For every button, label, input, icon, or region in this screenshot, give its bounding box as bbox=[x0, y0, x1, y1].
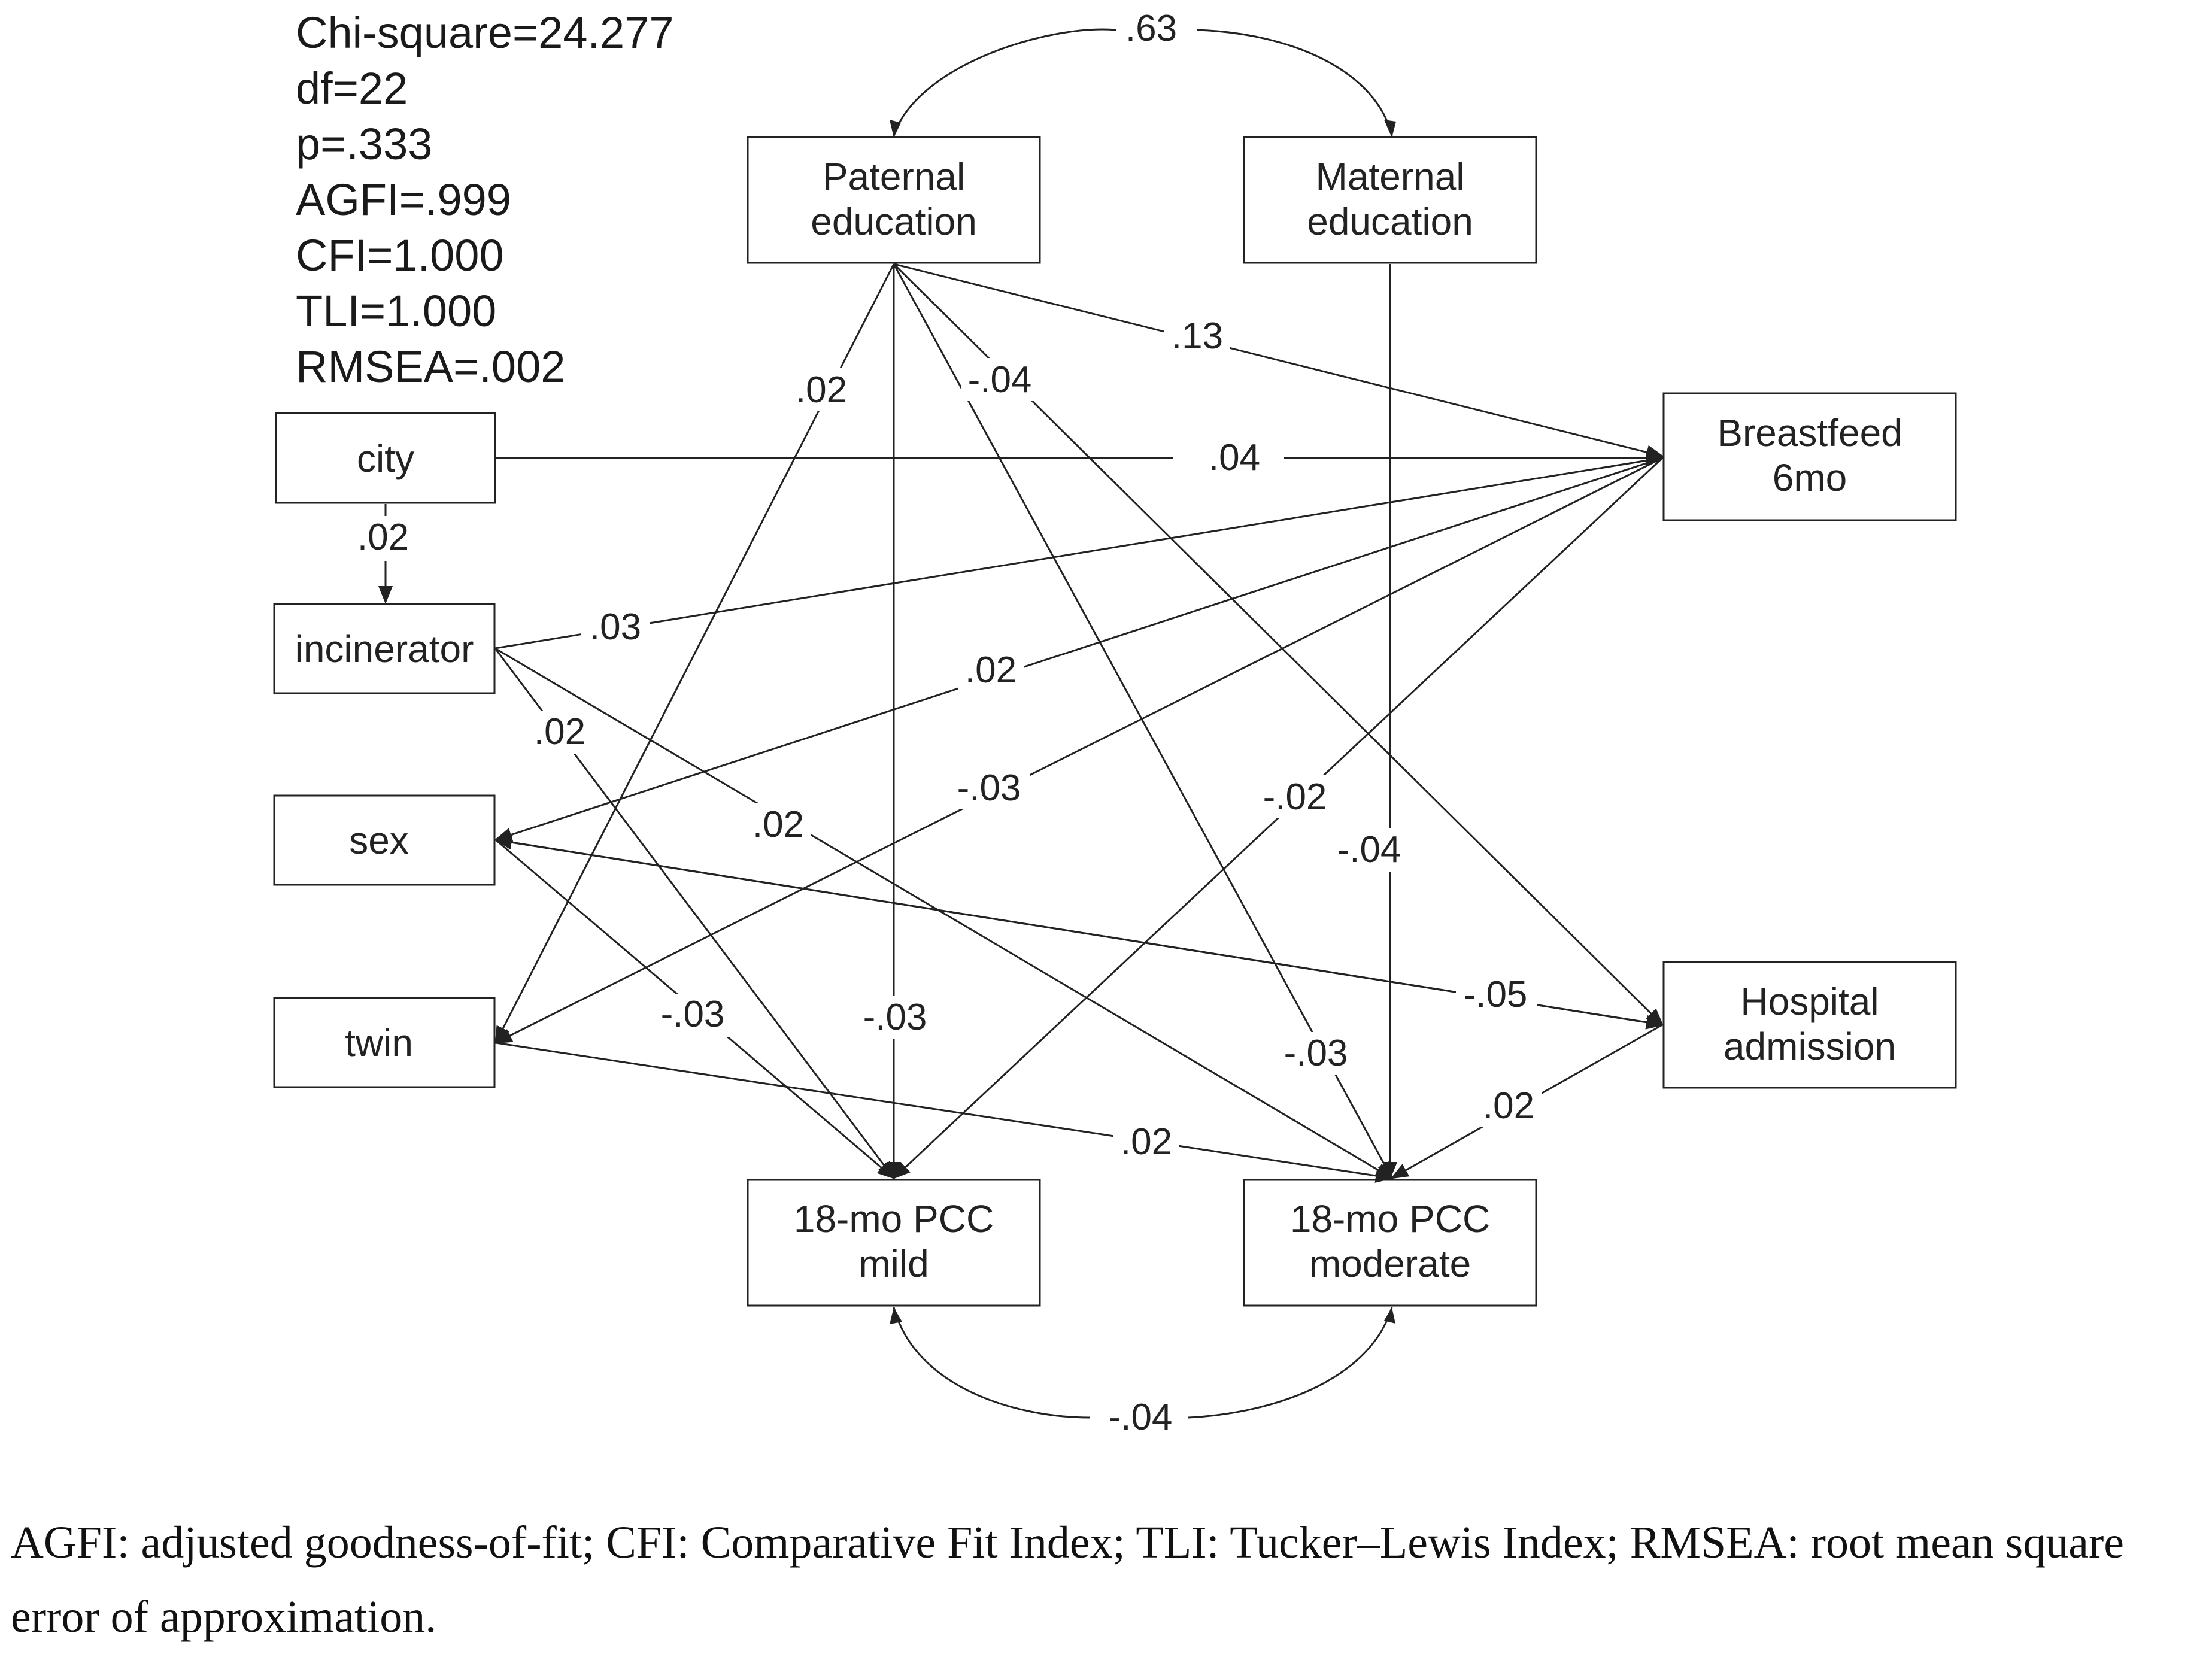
coef-twin-pcc-moderate: .02 bbox=[1121, 1121, 1172, 1163]
fit-stat-chi-square: Chi-square=24.277 bbox=[296, 8, 674, 57]
fit-stat-cfi: CFI=1.000 bbox=[296, 230, 504, 280]
edge-breastfeed-twin bbox=[494, 457, 1663, 1044]
edge-incinerator-breastfeed bbox=[494, 457, 1663, 650]
node-label: Paternal bbox=[823, 155, 965, 198]
arrowhead-icon bbox=[1384, 120, 1396, 138]
coef-sex-pcc-mild: -.03 bbox=[661, 994, 725, 1035]
fit-stat-rmsea: RMSEA=.002 bbox=[296, 342, 566, 392]
coef-breastfeed-sex: .02 bbox=[965, 650, 1017, 691]
node-maternal-education: Maternal education bbox=[1243, 136, 1537, 264]
coef-paternal-twin: .02 bbox=[796, 369, 847, 411]
node-breastfeed-6mo: Breastfeed 6mo bbox=[1662, 392, 1957, 521]
edge-breastfeed-sex bbox=[494, 457, 1663, 842]
node-label: city bbox=[357, 437, 414, 480]
coef-incinerator-pcc-mild: .02 bbox=[534, 711, 585, 752]
node-label: twin bbox=[345, 1021, 413, 1064]
coef-incinerator-pcc-moderate: .02 bbox=[752, 804, 804, 845]
node-pcc-moderate: 18-mo PCC moderate bbox=[1243, 1179, 1537, 1307]
node-label: incinerator bbox=[295, 627, 474, 670]
node-label: Hospital bbox=[1740, 980, 1879, 1023]
coef-breastfeed-twin: -.03 bbox=[957, 767, 1021, 809]
coef-paternal-breastfeed: .13 bbox=[1172, 315, 1223, 357]
node-label: moderate bbox=[1309, 1242, 1471, 1285]
node-incinerator: incinerator bbox=[273, 603, 496, 694]
coef-breastfeed-pcc-mild: -.02 bbox=[1263, 776, 1327, 818]
arrowhead-icon bbox=[1384, 1307, 1395, 1324]
coef-sex-hospital: -.05 bbox=[1464, 974, 1528, 1015]
coef-city-breastfeed: .04 bbox=[1209, 437, 1260, 478]
arrowhead-icon bbox=[890, 120, 901, 138]
arrowhead-icon bbox=[890, 1307, 902, 1324]
edge-paternal-pcc-moderate bbox=[893, 263, 1393, 1180]
fit-stat-p: p=.333 bbox=[296, 119, 433, 169]
coef-incinerator-breastfeed: .03 bbox=[590, 606, 641, 648]
node-label: admission bbox=[1724, 1025, 1896, 1068]
node-pcc-mild: 18-mo PCC mild bbox=[747, 1179, 1041, 1307]
node-label: 18-mo PCC bbox=[794, 1197, 994, 1240]
edge-incinerator-pcc-moderate bbox=[494, 647, 1394, 1179]
node-label: education bbox=[811, 200, 977, 243]
coef-paternal-maternal: .63 bbox=[1125, 8, 1177, 49]
edge-paternal-breastfeed bbox=[893, 263, 1664, 460]
coef-paternal-hospital: -.04 bbox=[968, 359, 1032, 400]
coef-paternal-pcc-mild: -.03 bbox=[863, 997, 927, 1038]
coef-pcc-mild-pcc-moderate: -.04 bbox=[1109, 1397, 1173, 1438]
node-hospital-admission: Hospital admission bbox=[1662, 961, 1957, 1089]
node-city: city bbox=[275, 412, 496, 504]
node-label: Breastfeed bbox=[1717, 411, 1902, 454]
node-sex: sex bbox=[273, 794, 496, 886]
coef-maternal-pcc-moderate: -.04 bbox=[1337, 829, 1401, 870]
coef-city-incinerator: .02 bbox=[357, 517, 409, 558]
node-paternal-education: Paternal education bbox=[747, 136, 1041, 264]
figure-caption: AGFI: adjusted goodness-of-fit; CFI: Com… bbox=[11, 1518, 2125, 1642]
node-label: sex bbox=[349, 819, 409, 862]
edge-paternal-maternal bbox=[893, 28, 1393, 136]
edge-pcc-mild-pcc-moderate bbox=[893, 1307, 1393, 1419]
fit-stat-df: df=22 bbox=[296, 63, 408, 113]
node-label: education bbox=[1307, 200, 1473, 243]
fit-stat-agfi: AGFI=.999 bbox=[296, 175, 511, 224]
fit-stat-tli: TLI=1.000 bbox=[296, 286, 497, 336]
fit-statistics: Chi-square=24.277 df=22 p=.333 AGFI=.999… bbox=[296, 5, 674, 394]
node-label: mild bbox=[858, 1242, 929, 1285]
node-label: 6mo bbox=[1773, 456, 1847, 499]
node-twin: twin bbox=[273, 997, 496, 1088]
node-label: 18-mo PCC bbox=[1290, 1197, 1490, 1240]
coef-paternal-pcc-moderate: -.03 bbox=[1284, 1033, 1348, 1074]
coef-hospital-pcc-moderate: .02 bbox=[1483, 1085, 1534, 1127]
node-label: Maternal bbox=[1316, 155, 1465, 198]
edge-twin-pcc-moderate bbox=[495, 1042, 1394, 1183]
